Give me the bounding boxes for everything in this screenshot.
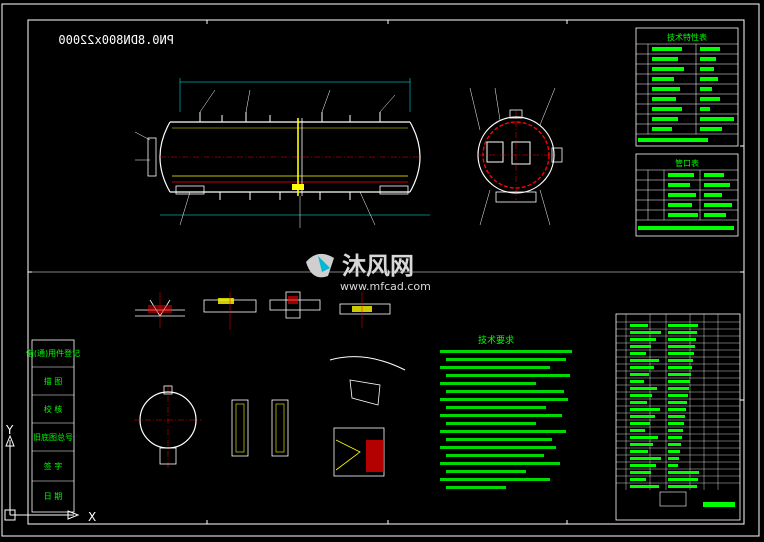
stamp-label-4: 签 字: [44, 461, 63, 471]
tech-notes-title: 技术要求: [478, 334, 514, 346]
ucs-x-label: X: [88, 510, 96, 524]
tech-table-title: 技术特性表: [667, 32, 707, 42]
stamp-label-1: 描 图: [44, 376, 63, 386]
weld-details-row: [135, 291, 391, 330]
nozzle-table-title: 管口表: [675, 158, 699, 168]
part-number-label: PN0.8DN800x22000: [58, 33, 174, 47]
tech-characteristics-table: 技术特性表: [635, 27, 739, 147]
site-watermark: 沐风网 www.mfcad.com: [306, 252, 431, 293]
stamp-label-5: 日 期: [44, 492, 63, 501]
watermark-url: www.mfcad.com: [340, 280, 431, 293]
stamp-label-2: 校 核: [44, 404, 63, 414]
bill-of-materials-table: [615, 313, 741, 521]
stamp-label-0: 借(通)用件登记: [26, 348, 80, 358]
watermark-brand: 沐风网: [342, 252, 414, 280]
ucs-icon: Y X: [4, 423, 96, 524]
ucs-y-label: Y: [5, 423, 14, 437]
outer-border: [1, 3, 760, 537]
stamp-label-3: 旧底图总号: [33, 432, 73, 442]
vessel-end-view: [469, 87, 563, 226]
left-stamp-column: 借(通)用件登记 描 图 校 核 旧底图总号 签 字 日 期: [26, 339, 80, 513]
vessel-elevation-view: [134, 78, 430, 228]
cross-section-views: [134, 356, 406, 477]
technical-notes-block: 技术要求: [440, 334, 572, 489]
nozzle-table: 管口表: [635, 153, 739, 237]
